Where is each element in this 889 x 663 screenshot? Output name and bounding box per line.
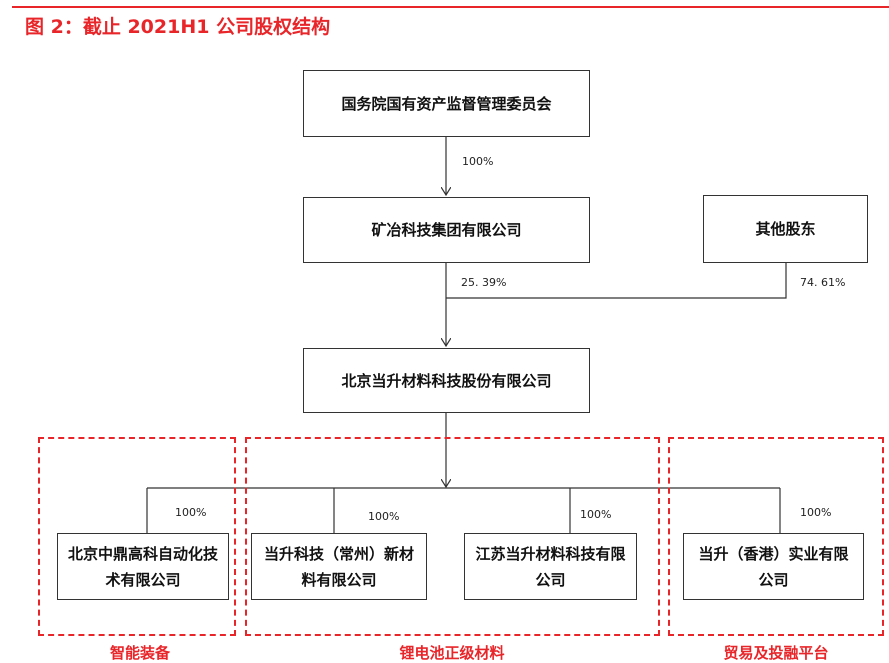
group-box-equipment	[38, 437, 236, 636]
node-bgrimm-group: 矿冶科技集团有限公司	[303, 197, 590, 263]
node-easpring: 北京当升材料科技股份有限公司	[303, 348, 590, 413]
node-jiangsu: 江苏当升材料科技有限公司	[464, 533, 637, 600]
node-sasac: 国务院国有资产监督管理委员会	[303, 70, 590, 137]
pct-jiangsu: 100%	[580, 508, 612, 521]
node-changzhou: 当升科技（常州）新材料有限公司	[251, 533, 427, 600]
group-box-battery	[245, 437, 660, 636]
pct-others-easpring: 74. 61%	[800, 276, 846, 289]
group-label-trade: 贸易及投融平台	[723, 644, 829, 662]
group-label-battery: 锂电池正级材料	[399, 644, 505, 662]
figure-title: 图 2：截止 2021H1 公司股权结构	[25, 16, 331, 38]
node-hongkong: 当升（香港）实业有限公司	[683, 533, 864, 600]
pct-group-easpring: 25. 39%	[461, 276, 507, 289]
pct-changzhou: 100%	[368, 510, 400, 523]
pct-zhongding: 100%	[175, 506, 207, 519]
pct-hongkong: 100%	[800, 506, 832, 519]
line-others-easpring	[446, 263, 787, 299]
top-rule	[12, 6, 889, 8]
group-label-equipment: 智能装备	[109, 644, 171, 662]
group-box-trade	[668, 437, 884, 636]
node-zhongding: 北京中鼎高科自动化技术有限公司	[57, 533, 229, 600]
pct-sasac-group: 100%	[462, 155, 494, 168]
node-other-shareholders: 其他股东	[703, 195, 868, 263]
